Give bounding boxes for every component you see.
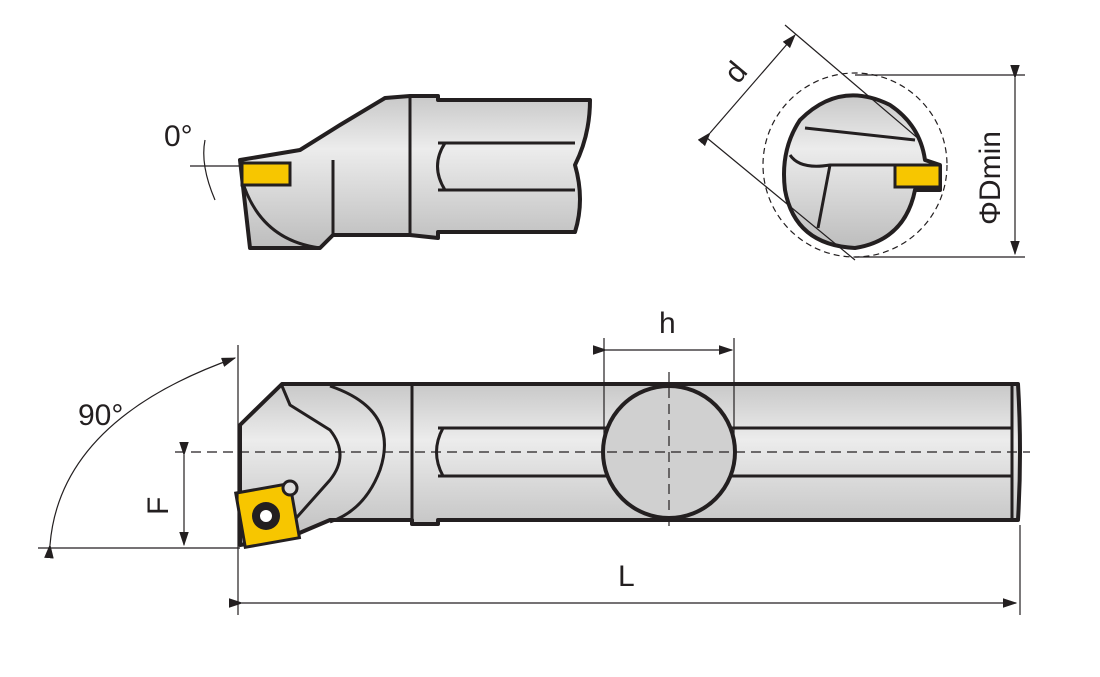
f-label: F	[142, 497, 175, 515]
angle-top-label: 0°	[164, 120, 193, 153]
top-view: 0°	[164, 94, 592, 250]
dmin-label: ΦDmin	[974, 131, 1007, 225]
h-label: h	[659, 307, 676, 340]
end-view: d ΦDmin	[697, 24, 1025, 261]
insert-top	[240, 161, 292, 187]
insert-end	[893, 163, 942, 189]
l-label: L	[618, 560, 635, 593]
angle-main-label: 90°	[78, 399, 123, 432]
d-label: d	[718, 56, 754, 90]
side-view: h L F 90°	[38, 307, 1030, 615]
